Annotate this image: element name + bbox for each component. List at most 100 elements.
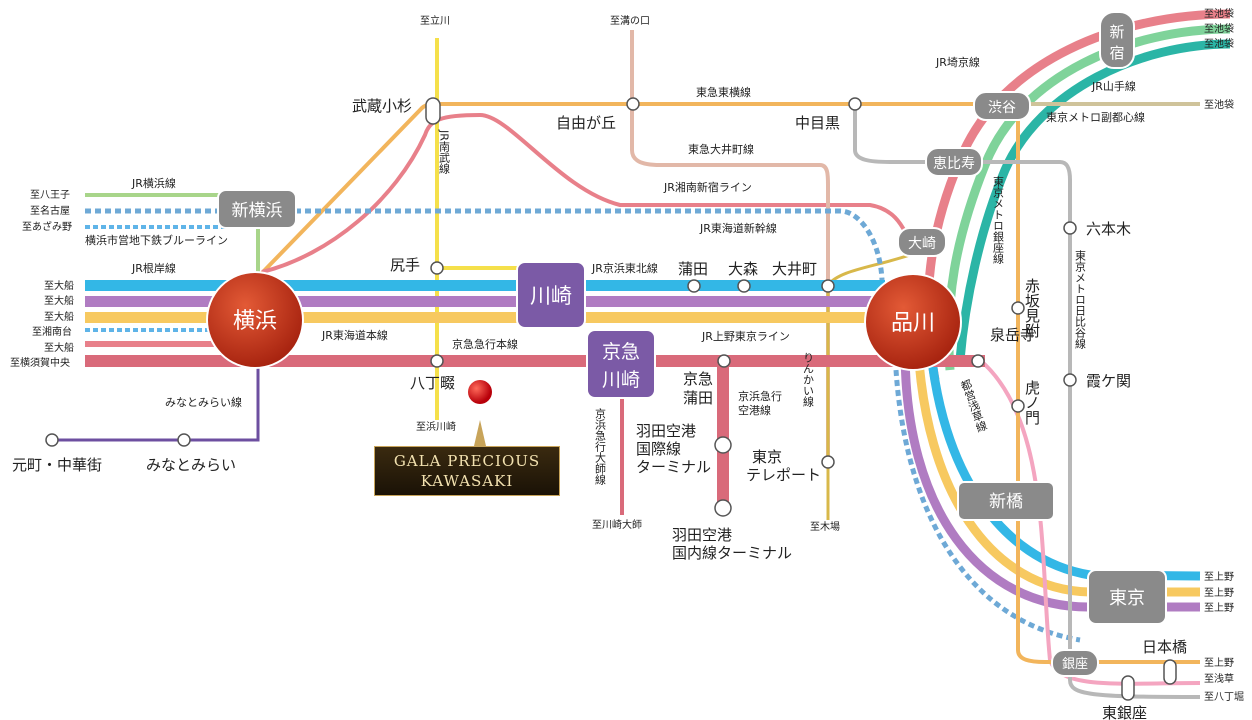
dest-ofuna-3: 至大船 — [44, 310, 74, 323]
minatomirai-line — [52, 360, 260, 442]
dest-ueno-4: 至上野 — [1204, 657, 1234, 669]
vertical-station-labels: 赤坂見附 虎ノ門 — [1023, 278, 1041, 426]
label-jr-negishi: JR根岸線 — [131, 261, 176, 275]
hibiya-line — [853, 104, 1201, 699]
oimachi-line — [630, 30, 830, 462]
property-banner[interactable]: GALA PRECIOUS KAWASAKI — [374, 446, 560, 496]
dest-ofuna-1: 至大船 — [44, 279, 74, 292]
label-minatomirai-line: みなとみらい線 — [165, 395, 242, 409]
station-dots — [45, 97, 1077, 517]
hub-yokohama-label: 横浜 — [233, 309, 277, 334]
airport-line — [717, 360, 729, 510]
dest-ofuna-2: 至大船 — [44, 294, 74, 307]
station-keikyu-kamata-1: 京急 — [683, 370, 713, 388]
station-akasakamitsuke: 赤坂見附 — [1023, 278, 1041, 339]
yokosuka-line — [85, 296, 885, 307]
station-teleport-2: テレポート — [746, 466, 821, 484]
dest-ikebukuro-3: 至池袋 — [1204, 37, 1234, 50]
destination-labels: 至立川 至溝の口 至池袋 至池袋 至池袋 至池袋 至八王子 至名古屋 至あざみ野… — [10, 7, 1244, 703]
label-blue-line: 横浜市営地下鉄ブルーライン — [85, 233, 228, 247]
dest-nagoya: 至名古屋 — [30, 204, 70, 217]
line-labels: JR横浜線 横浜市営地下鉄ブルーライン JR根岸線 JR東海道本線 京急急行本線… — [85, 55, 1145, 417]
hub-osaki-label: 大崎 — [908, 236, 936, 252]
dest-asakusa: 至浅草 — [1204, 672, 1234, 685]
station-labels: 武蔵小杉 自由が丘 中目黒 尻手 蒲田 大森 大井町 八丁畷 元町・中華街 みな… — [12, 97, 1187, 720]
label-jr-yokohama: JR横浜線 — [131, 176, 176, 190]
hub-keikyu-kawasaki-label-1: 京急 — [602, 341, 640, 363]
station-sengakuji: 泉岳寺 — [990, 326, 1035, 344]
label-tokyu-toyoko: 東急東横線 — [696, 85, 751, 99]
station-haneda-intl-3: ターミナル — [636, 458, 711, 476]
station-minatomirai: みなとみらい — [146, 456, 236, 474]
station-motomachi: 元町・中華街 — [12, 456, 102, 474]
dest-ueno-1: 至上野 — [1204, 571, 1234, 583]
dest-azamino: 至あざみ野 — [22, 220, 72, 233]
dest-ikebukuro-1: 至池袋 — [1204, 7, 1234, 20]
station-nakameguro: 中目黒 — [795, 114, 840, 132]
tokaido-line — [85, 312, 885, 323]
label-rinkai: りんかい線 — [802, 352, 815, 407]
station-kasumigaseki: 霞ケ関 — [1086, 372, 1131, 390]
label-ginza-line: 東京メトロ銀座線 — [992, 176, 1005, 264]
dest-shonandai: 至湘南台 — [32, 325, 72, 338]
hub-kawasaki-label: 川崎 — [530, 284, 572, 308]
station-oimachi: 大井町 — [772, 260, 817, 278]
label-keikyu-airport-2: 空港線 — [738, 403, 771, 417]
hub-tokyo-label: 東京 — [1109, 588, 1145, 609]
station-kamata: 蒲田 — [678, 260, 708, 278]
station-nihombashi: 日本橋 — [1142, 638, 1187, 656]
asakusa-line — [978, 358, 1201, 686]
dest-kawasakidaishi: 至川崎大師 — [592, 518, 642, 531]
hub-ebisu-label: 恵比寿 — [933, 155, 975, 172]
label-asakusa-line: 都営浅草線 — [958, 377, 989, 433]
dest-mizonokuchi: 至溝の口 — [610, 14, 650, 27]
keihin-tohoku-line — [85, 280, 885, 291]
station-omori: 大森 — [728, 260, 758, 278]
label-shonan-shinjuku: JR湘南新宿ライン — [663, 180, 752, 194]
hub-shinagawa-label: 品川 — [891, 311, 935, 336]
station-higashiginza: 東銀座 — [1102, 704, 1147, 720]
gray-hubs: 新横浜 渋谷 恵比寿 大崎 新橋 東京 銀座 新 宿 — [217, 11, 1167, 677]
shonan-shinjuku-line — [261, 112, 912, 274]
label-daishi: 京浜急行大師線 — [594, 407, 607, 485]
dest-hamakawasaki: 至浜川崎 — [416, 420, 456, 433]
label-jr-saikyo: JR埼京線 — [935, 55, 980, 69]
station-haneda-intl-1: 羽田空港 — [636, 422, 696, 440]
hub-yokohama[interactable] — [206, 271, 304, 369]
dest-kiba: 至木場 — [810, 520, 840, 533]
station-haneda-intl-2: 国際線 — [636, 440, 681, 458]
label-keikyu-main: 京急急行本線 — [452, 337, 518, 351]
dest-hatchobori: 至八丁堀 — [1204, 691, 1244, 703]
label-hibiya-line: 東京メトロ日比谷線 — [1074, 250, 1087, 349]
station-toranomon: 虎ノ門 — [1023, 380, 1041, 426]
station-jiyugaoka: 自由が丘 — [556, 114, 616, 132]
hub-shinjuku-label-2: 宿 — [1109, 44, 1124, 62]
dest-ikebukuro-2: 至池袋 — [1204, 22, 1234, 35]
station-shiriote: 尻手 — [390, 256, 420, 274]
dest-hachioji: 至八王子 — [30, 189, 70, 201]
label-keikyu-airport-1: 京浜急行 — [738, 389, 782, 403]
property-name-line2: KAWASAKI — [420, 472, 514, 490]
station-teleport-1: 東京 — [752, 448, 782, 466]
dest-ofuna-4: 至大船 — [44, 341, 74, 354]
hub-keikyu-kawasaki[interactable] — [586, 329, 656, 399]
label-jr-nambu: JR南武線 — [438, 129, 451, 174]
label-jr-tokaido: JR東海道本線 — [321, 328, 388, 342]
hub-kawasaki[interactable] — [516, 261, 586, 329]
station-hatchonawate: 八丁畷 — [410, 374, 455, 392]
hub-shinagawa[interactable] — [864, 273, 962, 371]
station-haneda-dom-1: 羽田空港 — [672, 526, 732, 544]
keikyu-line — [85, 355, 985, 367]
dest-ueno-2: 至上野 — [1204, 587, 1234, 599]
dest-ueno-3: 至上野 — [1204, 602, 1234, 614]
label-jr-yamanote: JR山手線 — [1091, 79, 1136, 93]
dest-ikebukuro-4: 至池袋 — [1204, 98, 1234, 111]
label-jr-ueno-tokyo: JR上野東京ライン — [701, 329, 790, 343]
hub-keikyu-kawasaki-label-2: 川崎 — [602, 369, 640, 391]
label-shinkansen: JR東海道新幹線 — [699, 221, 777, 235]
label-tokyu-oimachi: 東急大井町線 — [688, 142, 754, 156]
property-marker[interactable] — [468, 380, 492, 404]
dest-tachikawa: 至立川 — [420, 14, 450, 27]
hub-ginza-label: 銀座 — [1062, 657, 1088, 672]
hub-shibuya-label: 渋谷 — [988, 100, 1016, 116]
